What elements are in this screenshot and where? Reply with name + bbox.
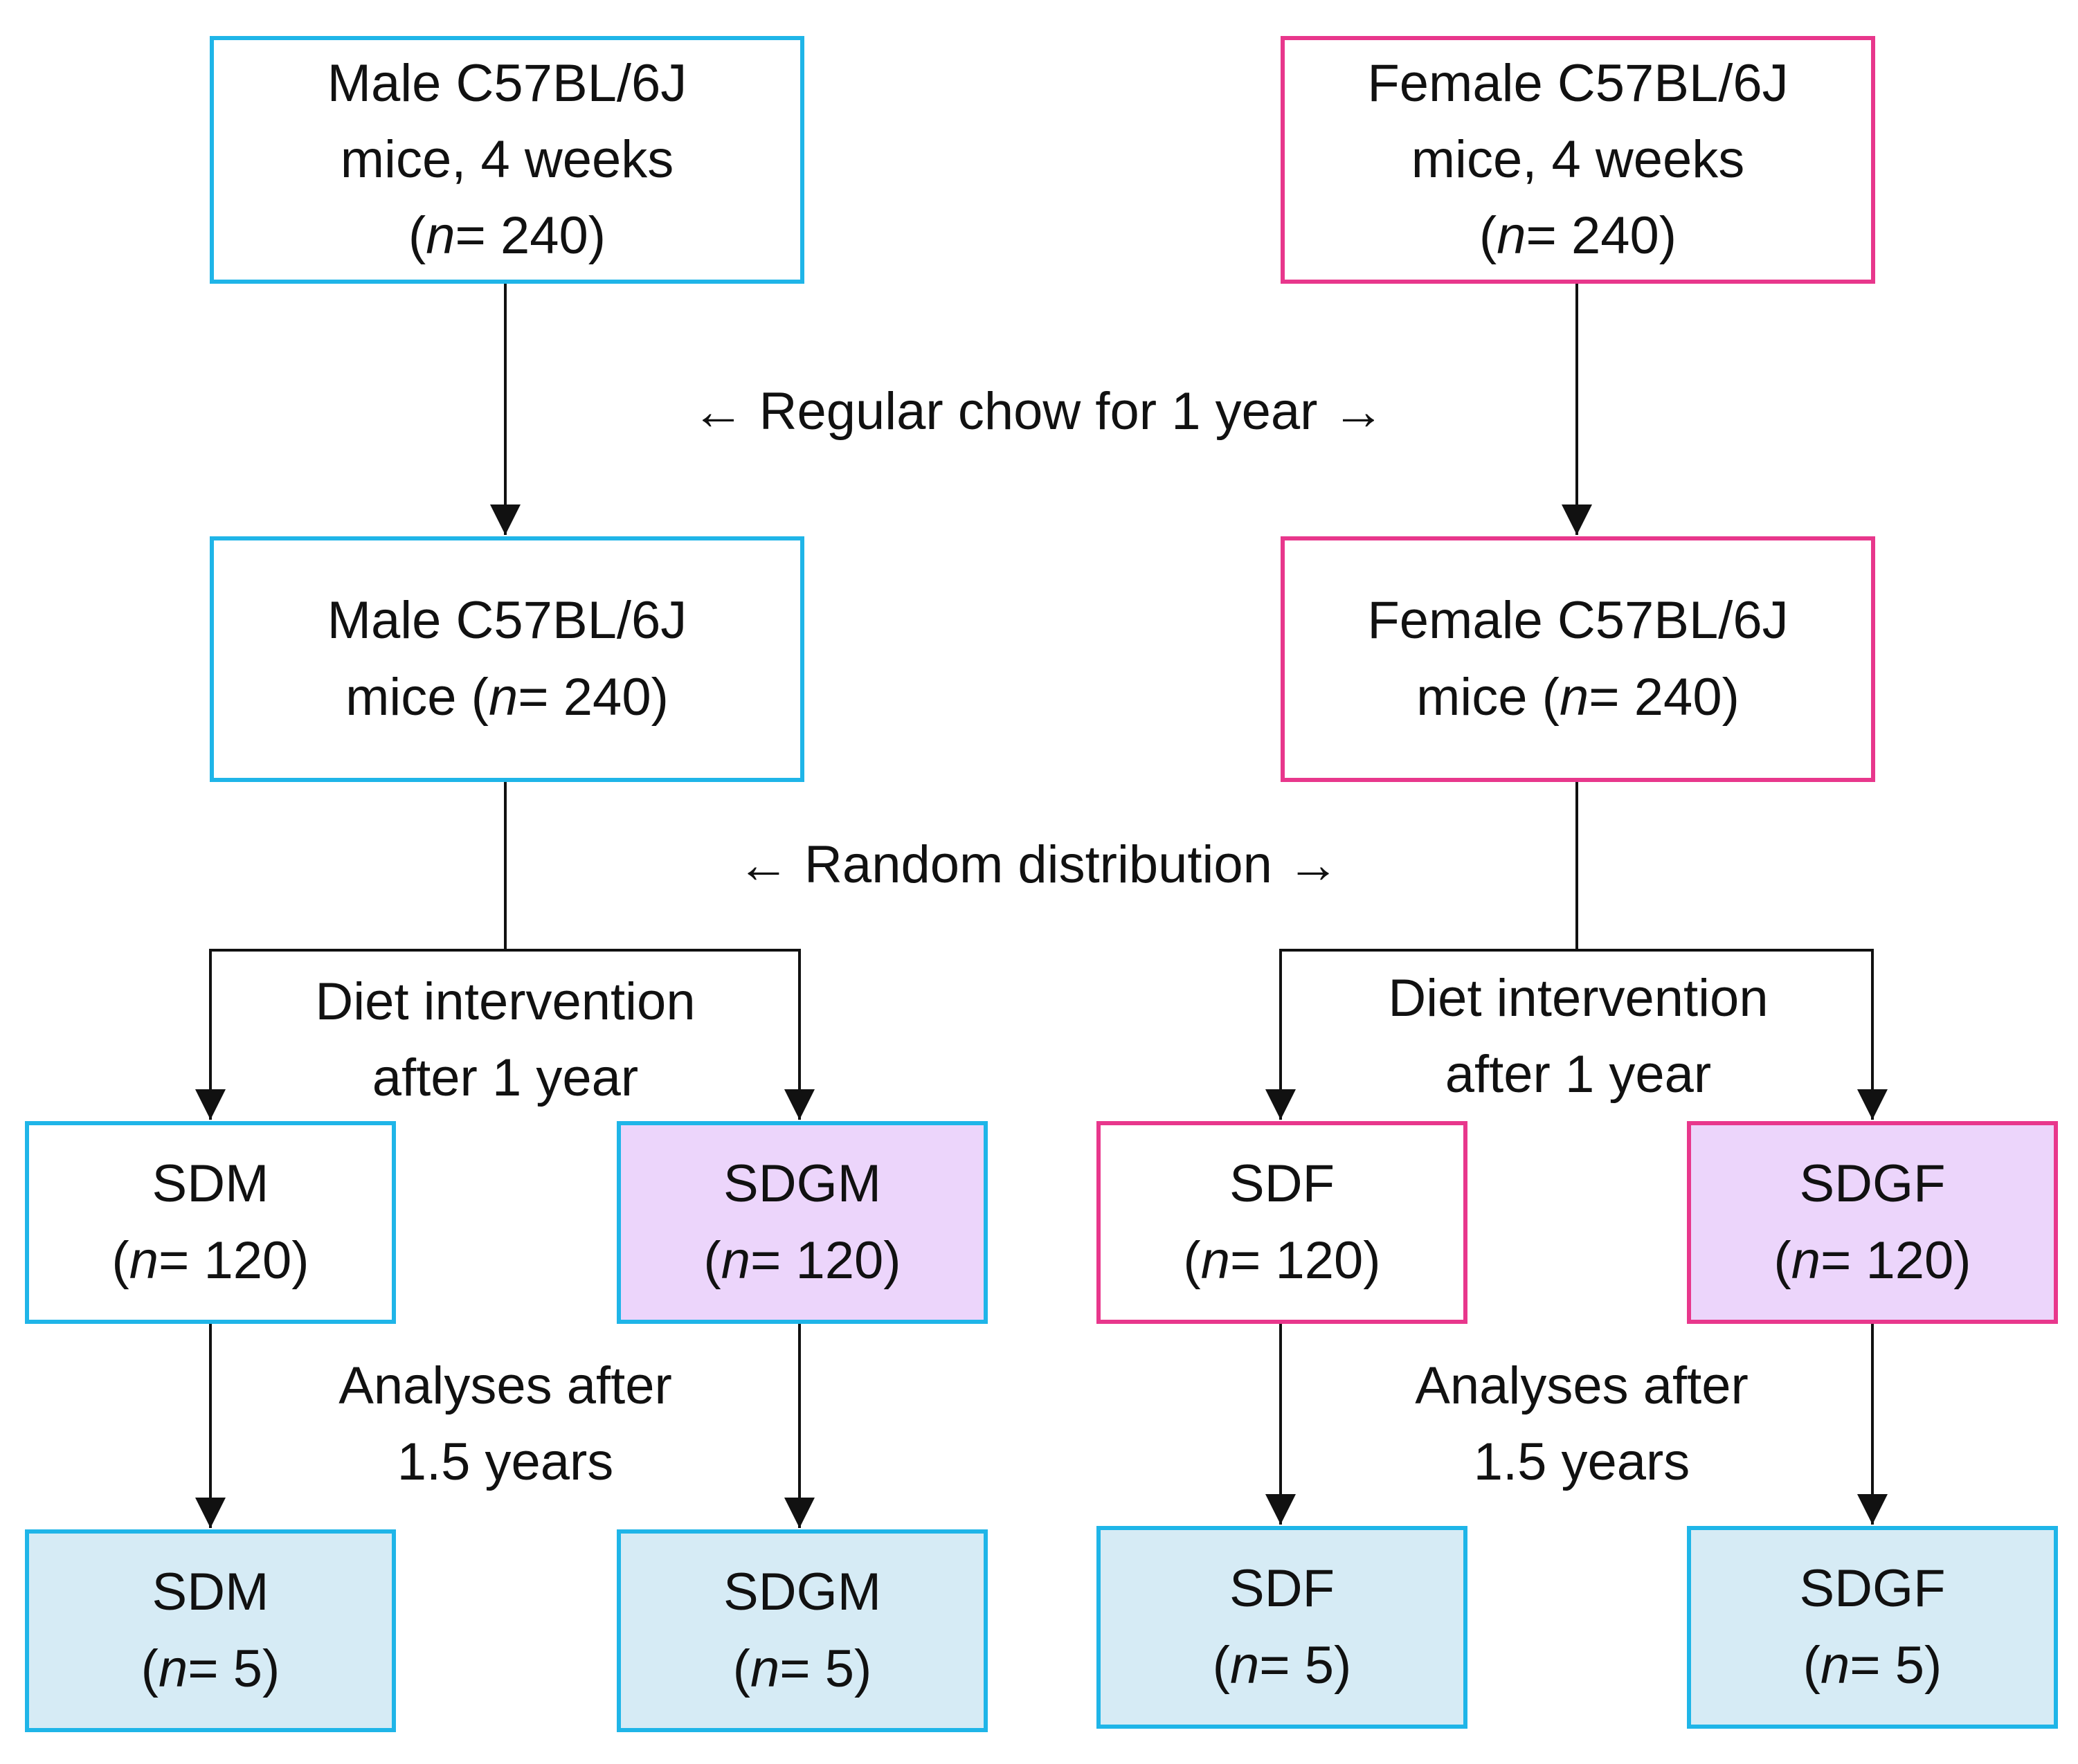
box-sdgf-final-title: SDGF (1799, 1559, 1946, 1619)
box-sdgm-final-count: (n= 5) (732, 1639, 872, 1698)
box-sdm-final: SDM (n= 5) (25, 1529, 396, 1732)
label-diet-male-line2: after 1 year (372, 1048, 639, 1107)
label-analyses-female-line2: 1.5 years (1473, 1433, 1690, 1491)
box-sdm-final-count: (n= 5) (141, 1639, 280, 1698)
label-random-distribution: ← Random distribution → (737, 835, 1340, 894)
box-female-mid-line1: Female C57BL/6J (1367, 591, 1789, 651)
label-diet-female-line1: Diet intervention (1388, 969, 1769, 1028)
box-sdgf: SDGF (n= 120) (1687, 1121, 2058, 1324)
box-sdgf-count: (n= 120) (1773, 1230, 1971, 1290)
connector-male-left (195, 949, 505, 1120)
box-male-mid: Male C57BL/6J mice (n= 240) (210, 536, 804, 782)
box-sdgf-final-count: (n= 5) (1803, 1635, 1942, 1695)
box-sdf: SDF (n= 120) (1096, 1121, 1467, 1324)
box-male-start-count: (n= 240) (408, 206, 606, 266)
box-male-mid-line2: mice (n= 240) (345, 667, 669, 727)
box-sdgm: SDGM (n= 120) (617, 1121, 988, 1324)
box-sdf-final-count: (n= 5) (1212, 1635, 1352, 1695)
box-sdf-final: SDF (n= 5) (1096, 1526, 1467, 1729)
box-sdm-count: (n= 120) (111, 1230, 309, 1290)
box-sdm-title: SDM (152, 1154, 269, 1214)
box-sdgm-count: (n= 120) (703, 1230, 901, 1290)
box-female-start: Female C57BL/6J mice, 4 weeks (n= 240) (1281, 36, 1875, 284)
label-analyses-female: Analyses after 1.5 years (1305, 1348, 1859, 1500)
box-female-start-count: (n= 240) (1479, 206, 1677, 266)
box-sdgm-final-title: SDGM (723, 1563, 881, 1622)
box-female-mid-line2: mice (n= 240) (1416, 667, 1740, 727)
label-diet-female: Diet intervention after 1 year (1301, 961, 1855, 1113)
box-sdf-final-title: SDF (1229, 1559, 1335, 1619)
label-regular-chow: ← Regular chow for 1 year → (692, 382, 1385, 441)
label-analyses-male: Analyses after 1.5 years (228, 1348, 782, 1500)
box-male-start-line2: mice, 4 weeks (340, 129, 674, 189)
box-sdf-count: (n= 120) (1183, 1230, 1381, 1290)
label-analyses-female-line1: Analyses after (1415, 1356, 1749, 1415)
label-diet-male-line1: Diet intervention (315, 972, 696, 1031)
box-male-start-line1: Male C57BL/6J (327, 53, 687, 113)
connector-female-left (1265, 949, 1577, 1120)
box-female-start-line1: Female C57BL/6J (1367, 53, 1789, 113)
box-sdgm-final: SDGM (n= 5) (617, 1529, 988, 1732)
label-analyses-male-line1: Analyses after (338, 1356, 672, 1415)
box-sdm-final-title: SDM (152, 1563, 269, 1622)
connector-female-right (1577, 949, 1888, 1120)
box-female-start-line2: mice, 4 weeks (1411, 129, 1745, 189)
connector-male-right (505, 949, 815, 1120)
box-sdf-title: SDF (1229, 1154, 1335, 1214)
label-analyses-male-line2: 1.5 years (397, 1433, 614, 1491)
box-male-start: Male C57BL/6J mice, 4 weeks (n= 240) (210, 36, 804, 284)
box-sdgm-title: SDGM (723, 1154, 881, 1214)
label-diet-female-line2: after 1 year (1445, 1045, 1712, 1104)
box-female-mid: Female C57BL/6J mice (n= 240) (1281, 536, 1875, 782)
label-diet-male: Diet intervention after 1 year (228, 964, 782, 1116)
box-male-mid-line1: Male C57BL/6J (327, 591, 687, 651)
box-sdm: SDM (n= 120) (25, 1121, 396, 1324)
box-sdgf-title: SDGF (1799, 1154, 1946, 1214)
box-sdgf-final: SDGF (n= 5) (1687, 1526, 2058, 1729)
